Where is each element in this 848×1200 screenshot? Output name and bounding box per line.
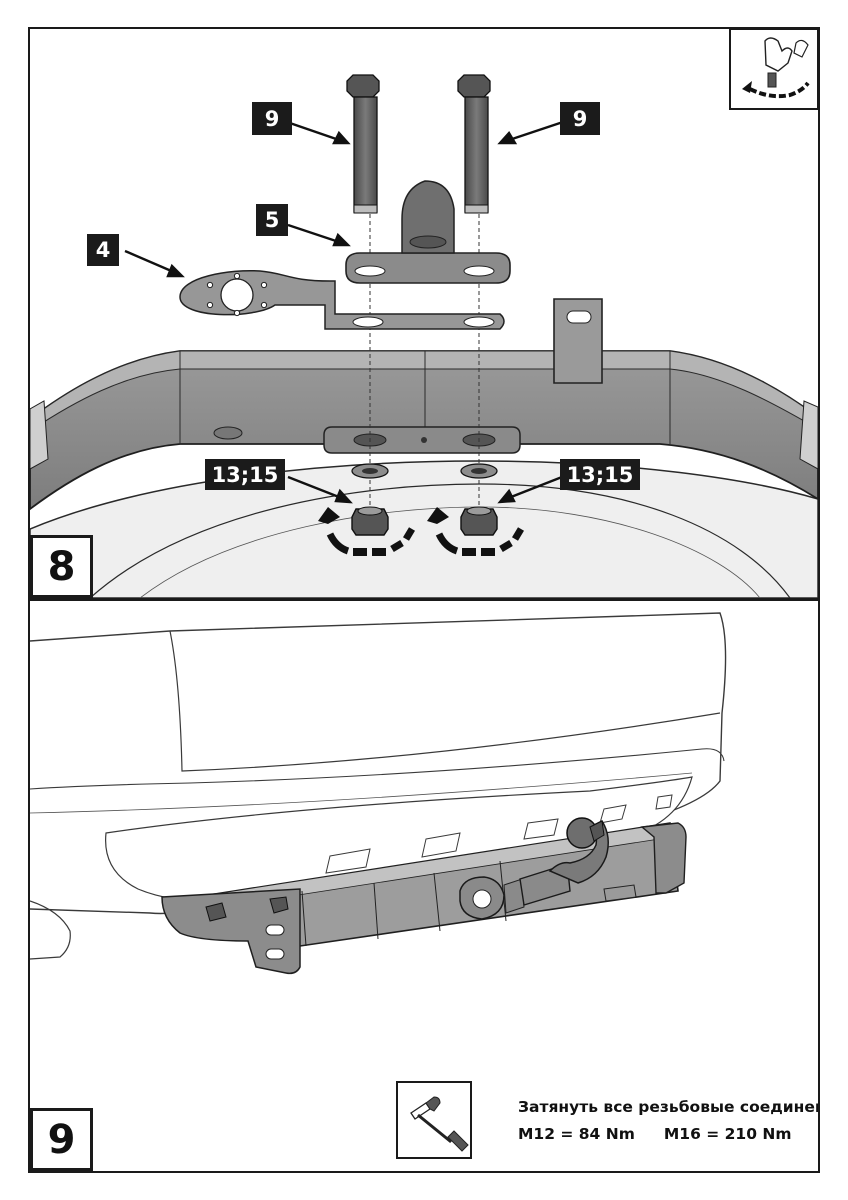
- callout-bolt-left: 9: [252, 102, 292, 135]
- bracket-slot-lower: [265, 948, 285, 960]
- torque-m16: M16 = 210 Nm: [663, 1125, 792, 1143]
- rear-wheel-arch: [30, 900, 71, 960]
- plate-rivet: [421, 437, 427, 443]
- leader-arrows: [124, 119, 567, 504]
- diffuser-panel: [105, 776, 693, 904]
- callout-nut-right: 13;15: [560, 459, 640, 490]
- ball-mount-socket: [409, 235, 447, 249]
- socket-plate-screw-holes: [206, 272, 268, 317]
- hand-tighten-icon: [729, 29, 818, 110]
- diffuser-slots: [325, 794, 673, 874]
- step-8-panel: 9 9 5 4 13;15 13;15 8: [30, 29, 818, 598]
- torque-note-title: Затянуть все резьбовые соединения: [518, 1098, 818, 1116]
- side-bracket-left: [30, 400, 49, 470]
- bracket-slot-upper: [265, 924, 285, 936]
- bolt-right: [457, 74, 491, 214]
- torque-wrench-icon: [396, 1081, 472, 1159]
- nut-left: [351, 508, 389, 536]
- beam-hole-left: [213, 426, 243, 440]
- ball-mount-part5: [345, 252, 511, 284]
- bracket-nut-left: [205, 902, 227, 922]
- bumper-mid-line: [30, 772, 693, 814]
- torque-m12: M12 = 84 Nm: [518, 1125, 635, 1143]
- step-divider: [28, 598, 820, 601]
- nut-right-top: [466, 506, 492, 516]
- socket-plate-center-hole: [220, 278, 254, 312]
- step-9-illustration: [30, 612, 727, 1159]
- nut-left-top: [357, 506, 383, 516]
- callout-bolt-right: 9: [560, 102, 600, 135]
- tailgate-lower-edge: [169, 630, 721, 772]
- step-number-9: 9: [30, 1108, 93, 1171]
- bracket-nut-right: [269, 896, 289, 914]
- side-bracket-left: [161, 888, 301, 975]
- socket-plate-slot-left: [352, 316, 384, 328]
- ball-mount-neck: [401, 180, 455, 254]
- step-number-8: 8: [30, 535, 93, 598]
- step-8-illustration: [30, 29, 818, 598]
- torque-values: M12 = 84 Nm M16 = 210 Nm: [518, 1125, 792, 1143]
- step-9-panel: Затянуть все резьбовые соединения M12 = …: [30, 601, 818, 1171]
- tow-ball-collar: [589, 820, 605, 842]
- callout-ball-mount: 5: [256, 204, 288, 236]
- socket-plate-slot-right: [463, 316, 495, 328]
- crossbar-top-face: [30, 350, 818, 432]
- callout-nut-left: 13;15: [205, 459, 285, 490]
- side-bracket-right: [799, 400, 818, 470]
- bumper-underside: [30, 460, 818, 598]
- socket-plate-hole: [472, 889, 492, 909]
- bumper-edge-line: [89, 483, 791, 598]
- safety-hook-slot: [566, 310, 592, 324]
- bumper-top-line: [30, 748, 725, 790]
- washer-left-hole: [362, 468, 378, 474]
- bolt-left: [346, 74, 380, 214]
- towbar-hook-tab: [603, 884, 637, 902]
- nut-right: [460, 508, 498, 536]
- socket-plate-arm: [503, 878, 525, 914]
- washer-right-hole: [471, 468, 487, 474]
- side-bracket-right: [640, 822, 687, 894]
- rotation-arrow-left: [318, 507, 416, 556]
- callout-socket-plate: 4: [87, 234, 119, 266]
- ball-mount-hole-right: [463, 265, 495, 277]
- rotation-arrow-right: [427, 507, 525, 556]
- ball-mount-hole-left: [354, 265, 386, 277]
